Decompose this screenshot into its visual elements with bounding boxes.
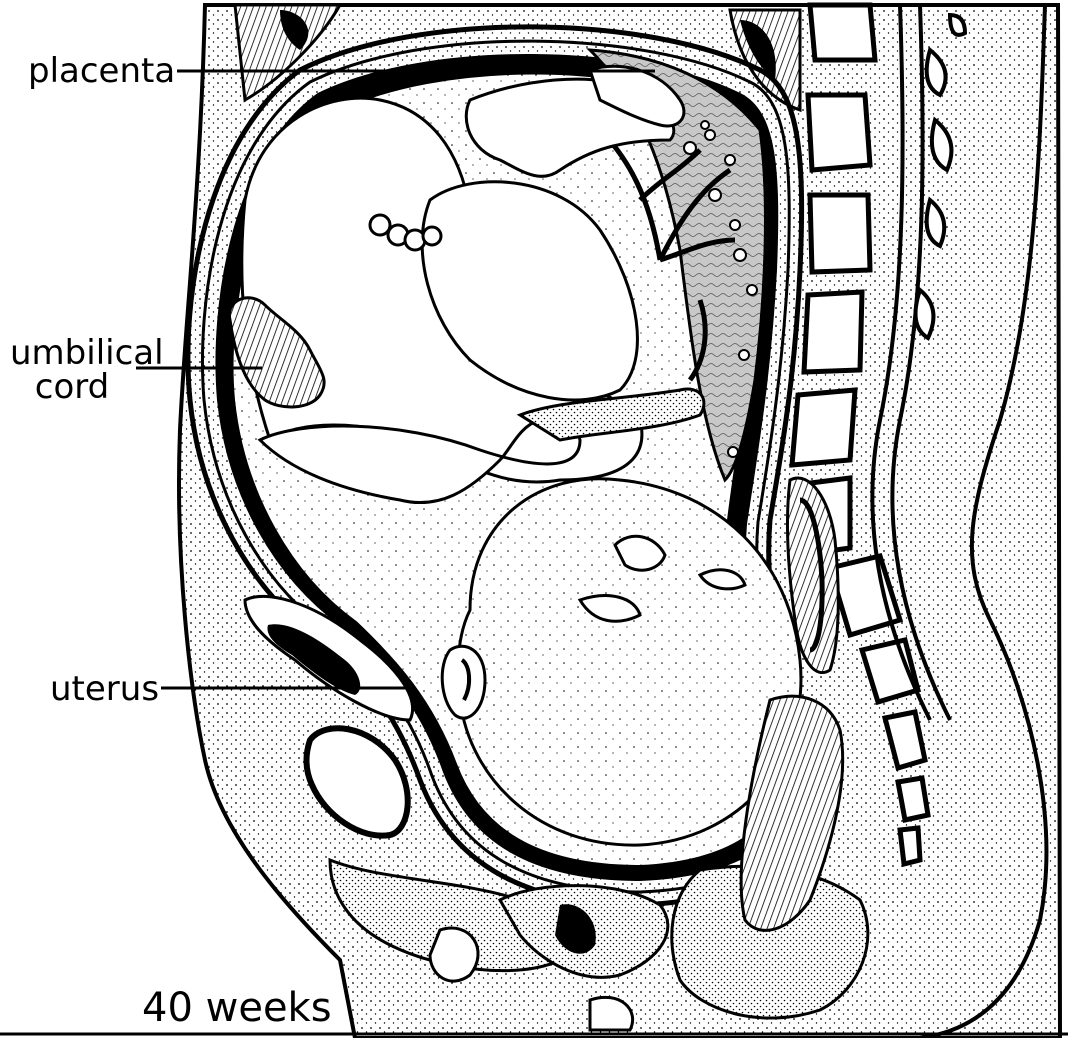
label-uterus: uterus xyxy=(48,672,161,706)
fetus-ear xyxy=(442,646,485,718)
caption-gestation: 40 weeks xyxy=(140,988,334,1028)
label-umbilical-cord: umbilical cord xyxy=(8,336,136,404)
label-placenta: placenta xyxy=(26,54,177,88)
label-umbilical-line1: umbilical xyxy=(10,336,134,370)
label-umbilical-line2: cord xyxy=(10,370,134,404)
